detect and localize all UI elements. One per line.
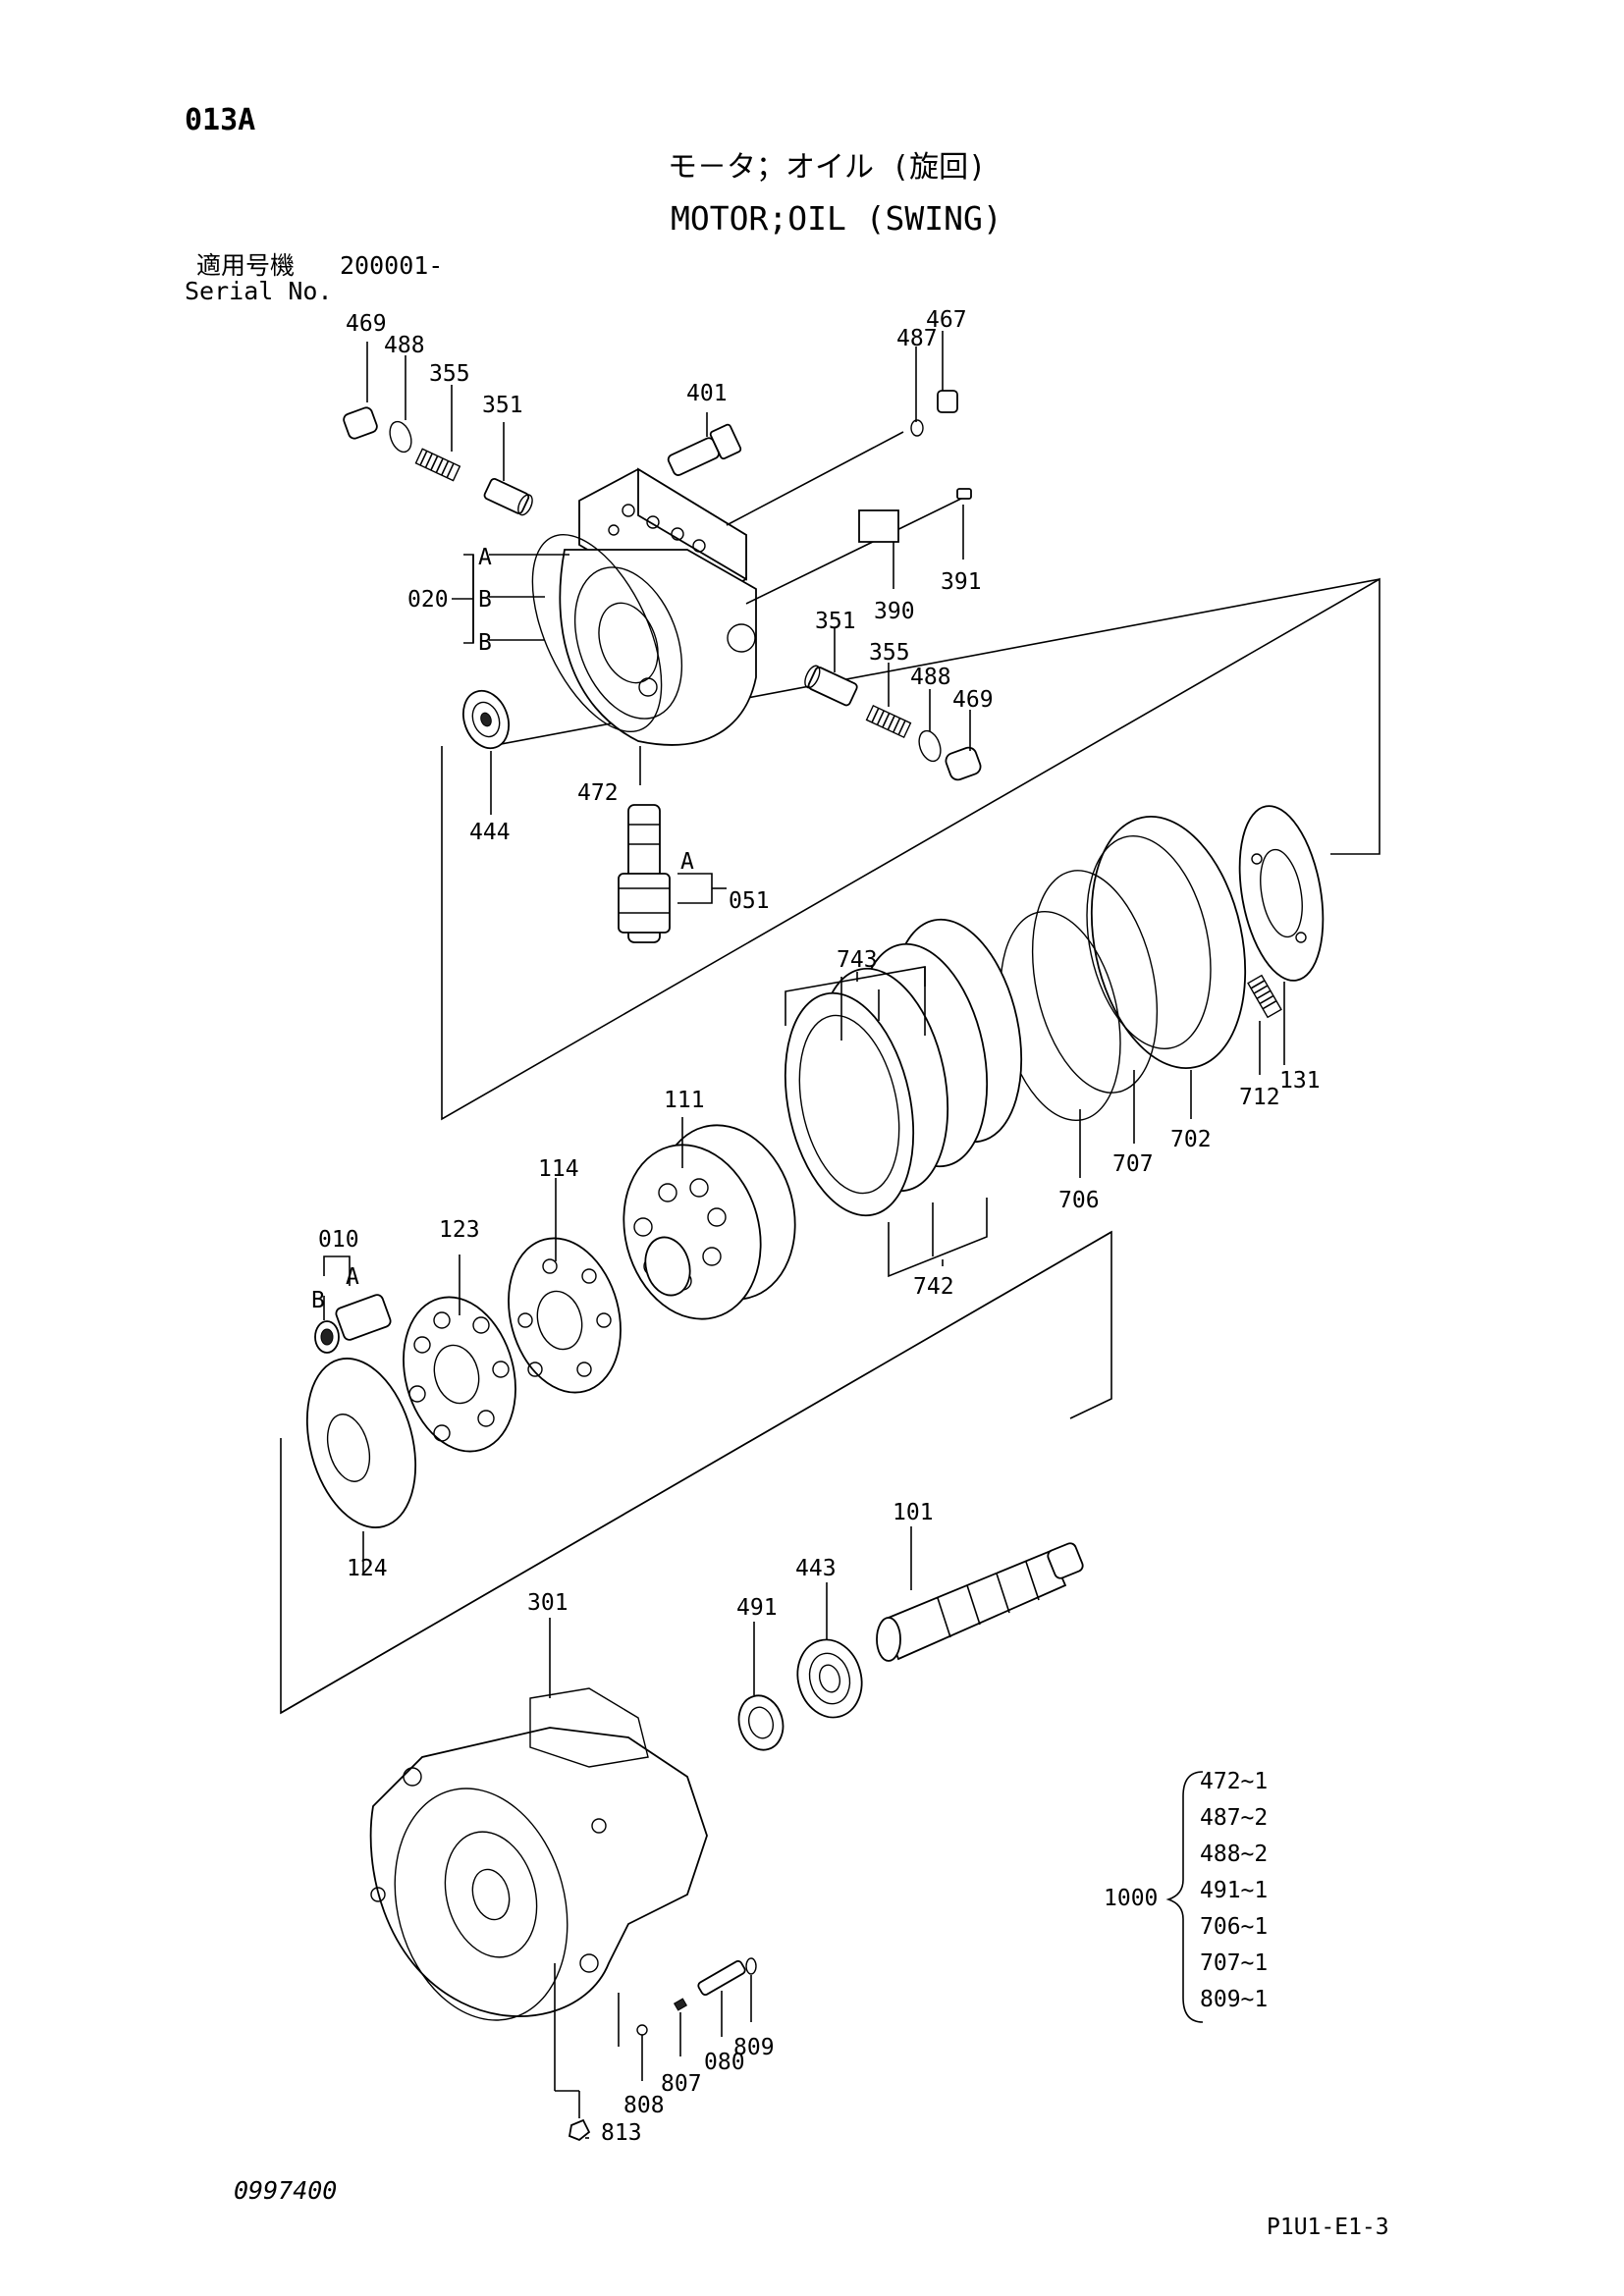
callout-351b: 351 [815,609,856,634]
serial-value: 200001- [340,251,443,280]
small-parts-bottom [554,1957,757,2142]
bearing-444 [462,689,510,750]
callout-101: 101 [893,1500,934,1525]
valve-plate-131 [1238,805,1325,982]
callout-355a: 355 [429,361,470,387]
kit-item: 809~1 [1200,1987,1268,2012]
callout-813: 813 [601,2120,642,2146]
kit-item: 472~1 [1200,1769,1268,1794]
kit-item: 707~1 [1200,1950,1268,1976]
retainer-plate-114 [508,1237,622,1394]
o-ring-707 [1031,870,1159,1094]
oil-seal-491 [737,1694,785,1751]
callout-080: 080 [704,2050,745,2075]
callout-809: 809 [733,2035,775,2060]
callout-469b: 469 [952,687,994,713]
page-reference: P1U1-E1-3 [1267,2215,1389,2240]
callout-123: 123 [439,1217,480,1243]
callout-124: 124 [347,1556,388,1581]
piston-assy-010 [314,1294,392,1354]
cylinder-block-111 [623,1124,796,1320]
callout-391: 391 [941,569,982,595]
callout-706: 706 [1058,1188,1100,1213]
callout-010: 010 [318,1227,359,1253]
title-english: MOTOR;OIL (SWING) [671,199,1002,238]
page-code: 013A [185,103,255,137]
callout-401: 401 [686,381,728,406]
shoe-plate-123 [403,1296,516,1453]
kit-1000: 1000 472~1 487~2 488~2 491~1 706~1 707~1… [1104,1769,1268,2012]
applicable-label: 適用号機 [196,251,295,280]
callout-444: 444 [469,820,511,845]
callout-467: 467 [926,307,967,333]
callout-b1: B [478,587,492,613]
plug-401 [667,423,742,476]
kit-item: 706~1 [1200,1914,1268,1940]
spring-712 [1247,974,1282,1019]
callout-712: 712 [1239,1085,1280,1110]
callout-443: 443 [795,1556,837,1581]
callout-808: 808 [623,2093,665,2118]
callout-702: 702 [1170,1127,1212,1152]
callout-131: 131 [1279,1068,1321,1094]
callout-labels: 469 488 355 351 401 487 467 391 390 020 … [311,307,1321,2146]
callout-114: 114 [538,1156,579,1182]
callout-a1: A [478,545,492,570]
callout-051: 051 [729,888,770,914]
kit-number: 1000 [1104,1886,1158,1911]
callout-707: 707 [1112,1151,1154,1177]
callout-020: 020 [407,587,449,613]
callout-487: 487 [896,326,938,351]
callout-301: 301 [527,1590,568,1616]
bearing-443 [796,1638,863,1719]
kit-item: 487~2 [1200,1805,1268,1831]
callout-111: 111 [664,1088,705,1113]
relief-valve-right-parts [804,665,982,781]
callout-469a: 469 [346,311,387,337]
callout-b2: B [478,630,492,656]
callout-351a: 351 [482,393,523,418]
callout-a2: A [680,849,694,875]
callout-488a: 488 [384,333,425,358]
callout-b3: B [311,1288,325,1313]
kit-item: 488~2 [1200,1842,1268,1867]
spool-051 [618,804,671,943]
valve-casing [559,467,757,746]
serial-label: Serial No. [185,277,333,305]
relief-valve-left-parts [343,406,533,516]
leader-lines [323,331,1285,2139]
friction-plates-742-743 [784,918,1023,1217]
small-parts-top-right [726,390,972,605]
callout-743: 743 [837,947,878,973]
swash-plate-124 [305,1358,417,1528]
kit-item: 491~1 [1200,1878,1268,1903]
brake-piston-702 [1086,815,1247,1070]
callout-390: 390 [874,599,915,624]
callout-742: 742 [913,1274,954,1300]
housing-301 [369,1687,708,2021]
callout-807: 807 [661,2071,702,2097]
title-japanese: モ－タ；オイル (旋回) [668,150,986,185]
callout-488b: 488 [910,665,951,690]
callout-355b: 355 [869,640,910,666]
callout-491: 491 [736,1595,778,1621]
callout-472: 472 [577,780,619,806]
doc-number: 0997400 [234,2176,337,2205]
output-shaft-101 [876,1542,1084,1662]
o-ring-472 [531,533,663,733]
callout-a3: A [346,1264,359,1290]
